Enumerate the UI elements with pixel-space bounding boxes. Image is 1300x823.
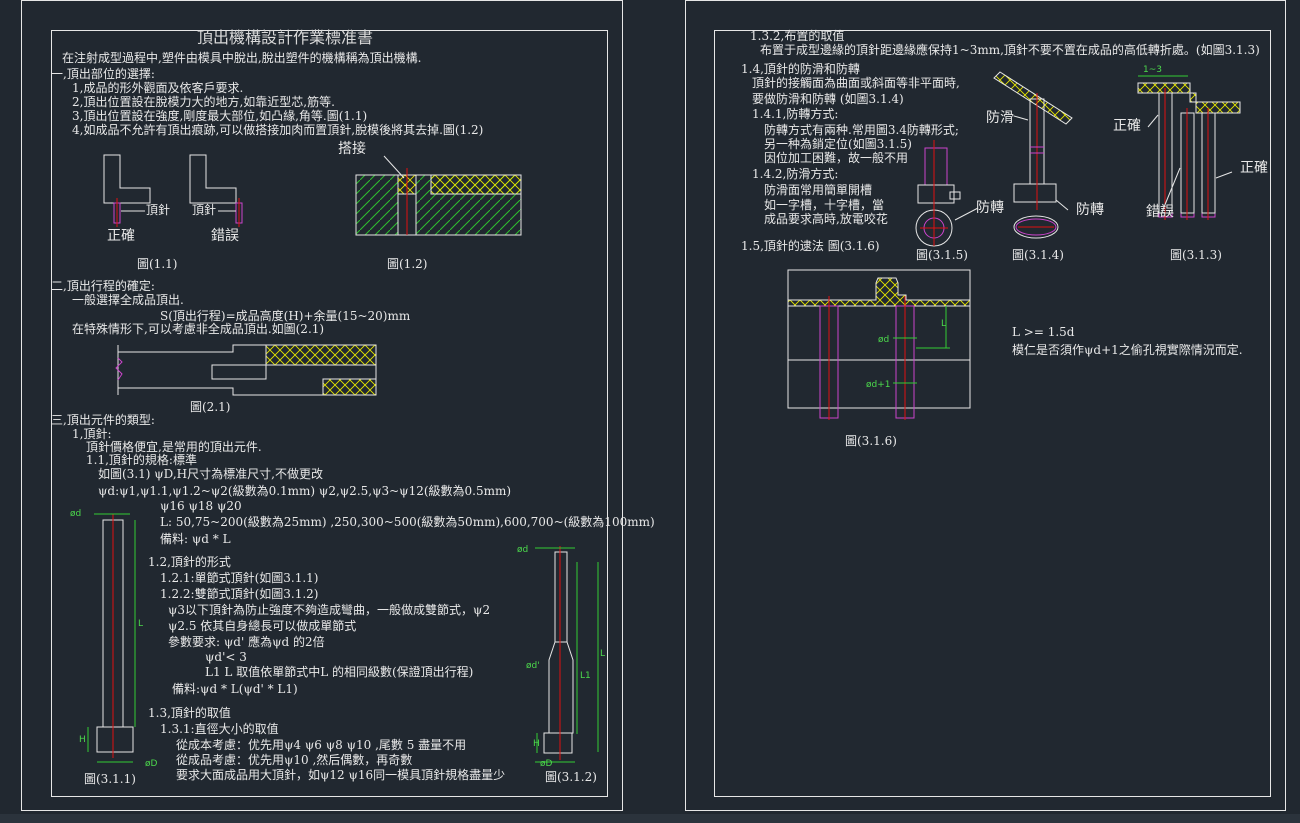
section-3-line: 1.3.1:直徑大小的取值 [160, 722, 279, 736]
s14-line: 1.4.2,防滑方式: [752, 167, 839, 181]
left-sheet-outer-frame [21, 0, 623, 811]
fig313-caption: 圖(3.1.3) [1170, 248, 1222, 262]
figure-3-1-5 [915, 140, 979, 247]
fig311-dim-dd: øD [145, 759, 158, 769]
figure-3-1-6 [787, 269, 971, 420]
fig314-label-rotate: 防轉 [1076, 202, 1104, 218]
section-3-line: 備料:ψd * L(ψd' * L1) [172, 682, 298, 696]
s14-line: 要做防滑和防轉 (如圖3.1.4) [752, 92, 904, 106]
section-3-line: 1.2.2:雙節式頂針(如圖3.1.2) [160, 587, 319, 601]
fig312-dim-l1: L1 [580, 671, 591, 681]
fig316-caption: 圖(3.1.6) [845, 434, 897, 448]
section-3-line: ψd'< 3 [205, 650, 247, 664]
fig315-caption: 圖(3.1.5) [916, 248, 968, 262]
fig316-note-1: L >= 1.5d [1012, 325, 1075, 339]
s132-heading: 1.3.2,布置的取值 [750, 29, 845, 43]
figure-3-1-1 [87, 513, 136, 763]
section-3-line: 1.2.1:單節式頂針(如圖3.1.1) [160, 571, 319, 585]
s14-line: 成品要求高時,放電咬花 [764, 212, 888, 226]
status-strip [0, 814, 1300, 823]
section-3-line: ψd:ψ1,ψ1.1,ψ1.2~ψ2(級數為0.1mm) ψ2,ψ2.5,ψ3~… [98, 484, 512, 498]
section-3-line: 參數要求: ψd' 應為ψd 的2倍 [168, 635, 325, 649]
fig11-label-wrong: 錯誤 [211, 228, 239, 244]
section-3-line: L: 50,75~200(級數為25mm) ,250,300~500(級數為50… [160, 515, 655, 529]
fig315-label: 防轉 [976, 200, 1004, 216]
section-3-line: 1.2,頂針的形式 [148, 555, 231, 569]
s132-text: 布置于成型邊緣的頂針距邊緣應保持1~3mm,頂針不要不置在成品的高低轉折處。(如… [760, 43, 1260, 57]
right-sheet-outer-frame [685, 0, 1286, 811]
fig11-label-correct: 正確 [107, 228, 135, 244]
section-3-line: L1 L 取值依單節式中L 的相同級數(保證頂出行程) [205, 665, 474, 679]
left-sheet-title: 頂出機構設計作業標准書 [197, 28, 374, 47]
section-3-line: 頂針價格便宜,是常用的頂出元件. [86, 440, 262, 454]
s14-line: 頂針的接觸面為曲面或斜面等非平面時, [752, 76, 960, 90]
fig312-dim-l: L [600, 649, 606, 659]
s14-line: 因位加工困難，故一般不用 [764, 151, 909, 165]
figure-2-1 [115, 344, 377, 396]
figure-3-1-3 [1137, 75, 1241, 220]
fig314-label-slip: 防滑 [986, 110, 1014, 126]
section-1-heading: 一,頂出部位的選擇: [51, 67, 155, 81]
section-3-line: ψ2.5 依其自身總長可以做成單節式 [168, 619, 357, 633]
section-3-line: 1.3,頂針的取值 [148, 706, 231, 720]
fig312-dim-dprime: ød' [526, 661, 540, 671]
section-2-heading: 二,頂出行程的確定: [51, 279, 155, 293]
section-2-line: S(頂出行程)=成品高度(H)+余量(15~20)mm [160, 309, 411, 323]
s14-line: 防轉方式有兩种.常用圖3.4防轉形式; [764, 123, 959, 137]
fig316-dim-d1: ød+1 [866, 380, 891, 390]
fig11-label-pin-wrong: 頂針 [192, 203, 217, 217]
section-3-line: 1,頂針: [72, 427, 112, 441]
fig312-dim-h: H [533, 739, 540, 749]
section-3-line: ψ3以下頂針為防止強度不夠造成彎曲，一般做成雙節式，ψ2 [168, 603, 491, 617]
intro-text: 在注射成型過程中,塑件由模具中脫出,脫出塑件的機構稱為頂出機構. [62, 51, 422, 65]
section-3-heading: 三,頂出元件的類型: [51, 413, 155, 427]
fig12-caption: 圖(1.2) [387, 257, 428, 271]
section-3-line: 備料: ψd * L [160, 532, 231, 546]
fig313-label-correct-2: 正確 [1240, 160, 1268, 176]
section-3-line: ψ16 ψ18 ψ20 [160, 499, 242, 513]
fig311-dim-d: ød [70, 509, 82, 519]
section-1-item: 3,頂出位置設在強度,剛度最大部位,如凸緣,角等.圖(1.1) [72, 109, 368, 123]
section-3-line: 要求大面成品用大頂針，如ψ12 ψ16同一模具頂針規格盡量少 [176, 768, 506, 782]
fig313-label-wrong: 錯誤 [1146, 204, 1174, 220]
fig312-caption: 圖(3.1.2) [545, 770, 597, 784]
s14-line: 1.4,頂針的防滑和防轉 [741, 62, 860, 76]
figure-3-1-2 [535, 546, 599, 763]
figure-1-1 [103, 154, 243, 227]
section-2-line: 一般選擇全成品頂出. [72, 293, 184, 307]
figure-1-2 [355, 155, 522, 236]
fig312-dim-d: ød [517, 545, 529, 555]
fig311-caption: 圖(3.1.1) [84, 772, 136, 786]
section-1-item: 4,如成品不允許有頂出痕跡,可以做搭接加肉而置頂針,脫模後將其去掉.圖(1.2) [72, 123, 484, 137]
fig316-note-2: 模仁是否須作ψd+1之偷孔視實際情況而定. [1012, 343, 1243, 357]
fig12-label: 搭接 [338, 141, 366, 157]
s15-text: 1.5,頂針的逮法 圖(3.1.6) [741, 239, 880, 253]
section-1-item: 2,頂出位置設在脫模力大的地方,如靠近型芯,筋等. [72, 95, 335, 109]
s14-line: 1.4.1,防轉方式: [752, 107, 839, 121]
fig11-label-pin-correct: 頂針 [146, 203, 171, 217]
fig21-caption: 圖(2.1) [190, 400, 231, 414]
section-2-line: 在特殊情形下,可以考慮非全成品頂出.如圖(2.1) [72, 322, 325, 336]
fig316-dim-d: ød [878, 335, 890, 345]
fig312-dim-dd: øD [540, 759, 553, 769]
right-sheet-inner-frame [714, 30, 1271, 797]
s14-line: 防滑面常用簡單開槽 [764, 183, 873, 197]
fig11-caption: 圖(1.1) [137, 257, 178, 271]
fig311-dim-h: H [79, 735, 86, 745]
figure-3-1-4 [993, 71, 1073, 239]
left-sheet-inner-frame [51, 30, 608, 797]
fig316-dim-l: L [941, 319, 947, 329]
section-3-line: 1.1,頂針的規格:標準 [86, 453, 197, 467]
section-3-line: 從成品考慮：优先用ψ10 ,然后偶數，再奇數 [176, 753, 413, 767]
section-3-line: 從成本考慮：优先用ψ4 ψ6 ψ8 ψ10 ,尾數 5 盡量不用 [176, 738, 467, 752]
fig313-dim: 1~3 [1143, 65, 1162, 75]
s14-line: 如一字槽，十字槽，當 [764, 198, 885, 212]
section-3-line: 如圖(3.1) ψD,H尺寸為標准尺寸,不做更改 [98, 467, 323, 481]
fig311-dim-l: L [138, 619, 144, 629]
s14-line: 另一种為銷定位(如圖3.1.5) [764, 137, 912, 151]
section-1-item: 1,成品的形外觀面及依客戶要求. [72, 81, 244, 95]
fig314-caption: 圖(3.1.4) [1012, 248, 1064, 262]
fig313-label-correct-1: 正確 [1113, 118, 1141, 134]
